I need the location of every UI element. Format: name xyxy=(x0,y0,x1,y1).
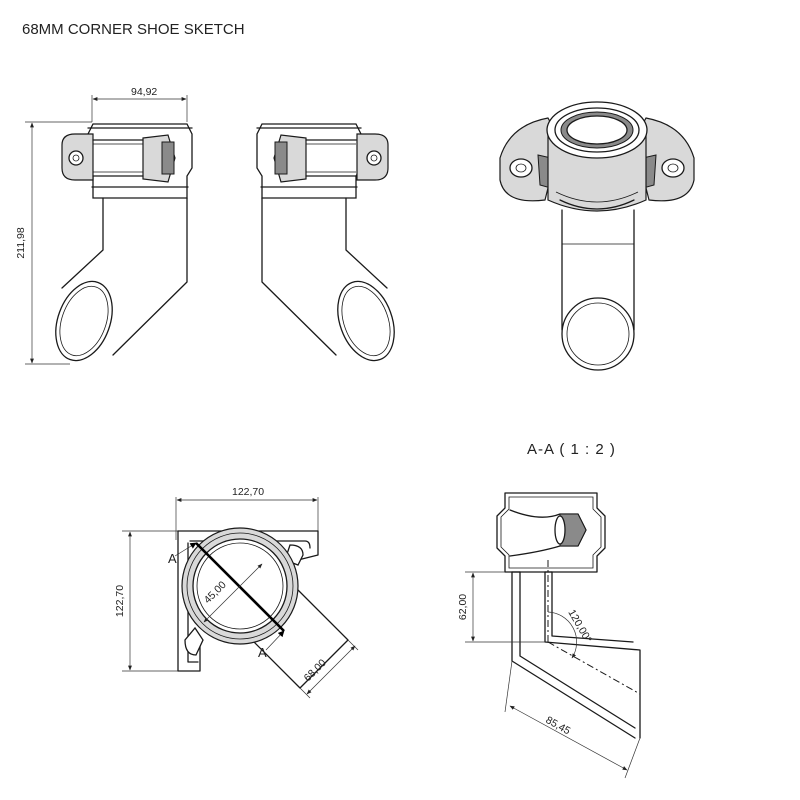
dim-section-length: 85,45 xyxy=(544,714,573,737)
dim-front-width: 94,92 xyxy=(131,86,157,98)
dim-section-angle: 120,00° xyxy=(565,608,594,645)
front-view-right xyxy=(256,123,395,362)
dim-plan-outlet: 68,00 xyxy=(302,657,329,684)
dim-front-height: 211,98 xyxy=(15,227,27,258)
plan-view: 122,70 122,70 A A 45,00 68,00 xyxy=(114,486,359,699)
section-title: A-A ( 1 : 2 ) xyxy=(527,441,616,458)
dim-plan-width: 122,70 xyxy=(232,486,264,498)
dim-plan-height: 122,70 xyxy=(114,585,126,617)
drawing-title: 68MM CORNER SHOE SKETCH xyxy=(22,21,245,38)
isometric-view xyxy=(499,101,695,371)
dim-section-height: 62,00 xyxy=(457,594,469,620)
section-mark-a-top: A xyxy=(168,551,177,566)
section-mark-a-bottom: A xyxy=(258,645,267,660)
front-view-left: 94,92 211,98 xyxy=(15,86,193,365)
section-view-a-a: A-A ( 1 : 2 ) 62,00 120,00° 85,45 xyxy=(457,441,641,779)
